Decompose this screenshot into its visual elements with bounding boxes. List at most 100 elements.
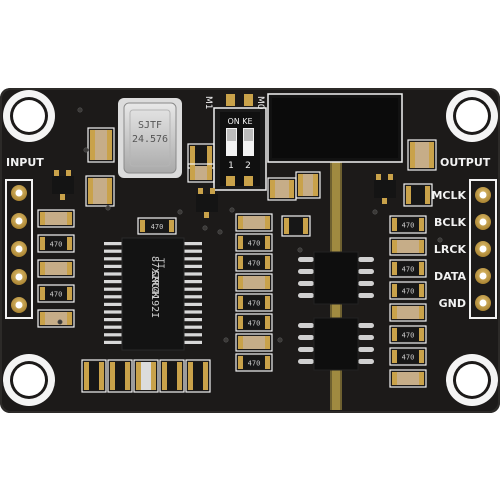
resistor-code: 470 (402, 332, 415, 340)
mounting-hole-top-right (446, 90, 498, 142)
dip-switch: ON KE 1 2 (213, 94, 267, 191)
smd-capacitor (407, 139, 437, 171)
input-pin-hole (15, 301, 23, 309)
crystal-marking-2: 24.576 (132, 134, 168, 145)
smd-resistor: 470 (37, 284, 75, 303)
output-pin-hole (479, 191, 487, 199)
chip-pin (184, 310, 202, 314)
opamp-pin (358, 269, 374, 274)
dip-position-1: 1 (228, 161, 234, 171)
chip-pin (184, 280, 202, 284)
resistor-code: 470 (248, 260, 261, 268)
opamp-pin (358, 257, 374, 262)
chip-pin (184, 302, 202, 306)
via (277, 337, 283, 343)
opamp-pin (358, 293, 374, 298)
chip-pin (184, 333, 202, 337)
smd-capacitor (37, 209, 75, 228)
input-header-outline (5, 179, 33, 319)
chip-pin (104, 242, 122, 246)
opamp-pin (298, 347, 314, 352)
via (223, 337, 229, 343)
opamp-chip-upper (298, 251, 374, 305)
chip-pin (104, 249, 122, 253)
smd-capacitor (107, 359, 133, 393)
chip-pin (104, 287, 122, 291)
chip-pin (104, 310, 122, 314)
chip-pin (184, 249, 202, 253)
chip-pin (184, 242, 202, 246)
mounting-hole-bottom-left (3, 354, 55, 406)
resistor-code: 470 (50, 241, 63, 249)
input-pin-hole (15, 189, 23, 197)
regulator-sot-left (52, 170, 74, 200)
output-header-outline (469, 179, 497, 319)
smd-capacitor (389, 237, 427, 256)
smd-resistor: 470 (235, 353, 273, 372)
dip-tag-m0: M0 (255, 96, 265, 110)
opamp-pin (298, 269, 314, 274)
smd-capacitor (389, 303, 427, 322)
opamp-pin (298, 323, 314, 328)
resistor-code: 470 (402, 288, 415, 296)
opamp-pin (298, 281, 314, 286)
crystal-marking-1: SJTF (138, 120, 162, 131)
resistor-code: 470 (402, 266, 415, 274)
output-pin-label: DATA (434, 270, 466, 283)
dip-top-label: ON KE (227, 117, 252, 126)
chip-pin (184, 264, 202, 268)
dip-position-2: 2 (245, 161, 251, 171)
via (57, 319, 63, 325)
opamp-pin (298, 335, 314, 340)
output-pin-hole (479, 245, 487, 253)
opamp-pin (358, 359, 374, 364)
chip-marking-2: 87X2RCK (149, 256, 160, 298)
via (437, 237, 443, 243)
dip-toggle-2 (243, 128, 254, 156)
smd-capacitor (235, 213, 273, 232)
chip-pin (184, 325, 202, 329)
opamp-pin (298, 359, 314, 364)
via (217, 229, 223, 235)
resistor-code: 470 (402, 354, 415, 362)
smd-resistor: 470 (235, 313, 273, 332)
opamp-pin (298, 257, 314, 262)
chip-pins-left (104, 242, 122, 344)
regulator-sot-right (374, 174, 396, 204)
opamp-pin (358, 281, 374, 286)
via (202, 225, 208, 231)
via (77, 107, 83, 113)
smd-capacitor (267, 177, 297, 201)
smd-resistor: 470 (389, 259, 427, 278)
smd-resistor: 470 (137, 217, 177, 235)
chip-pin (104, 272, 122, 276)
smd-capacitor (389, 369, 427, 388)
smd-capacitor (37, 259, 75, 278)
input-header-pads (11, 185, 27, 313)
chip-pin (184, 340, 202, 344)
smd-capacitor (235, 333, 273, 352)
output-header-pads (475, 187, 491, 311)
chip-pin (104, 280, 122, 284)
opamp-pin (358, 335, 374, 340)
regulator-sot-mid (196, 188, 218, 218)
smd-capacitor (37, 309, 75, 328)
input-pin-hole (15, 217, 23, 225)
via (105, 205, 111, 211)
smd-capacitor (235, 273, 273, 292)
smd-capacitor (185, 359, 211, 393)
smd-resistor: 470 (389, 215, 427, 234)
chip-pin (184, 295, 202, 299)
via (372, 209, 378, 215)
smd-resistor: 470 (37, 234, 75, 253)
opamp-chip-lower (298, 317, 374, 371)
smd-resistor: 470 (235, 233, 273, 252)
mounting-hole-top-left (3, 90, 55, 142)
chip-pin (104, 295, 122, 299)
via (297, 247, 303, 253)
vias (57, 107, 443, 343)
chip-pin (104, 340, 122, 344)
